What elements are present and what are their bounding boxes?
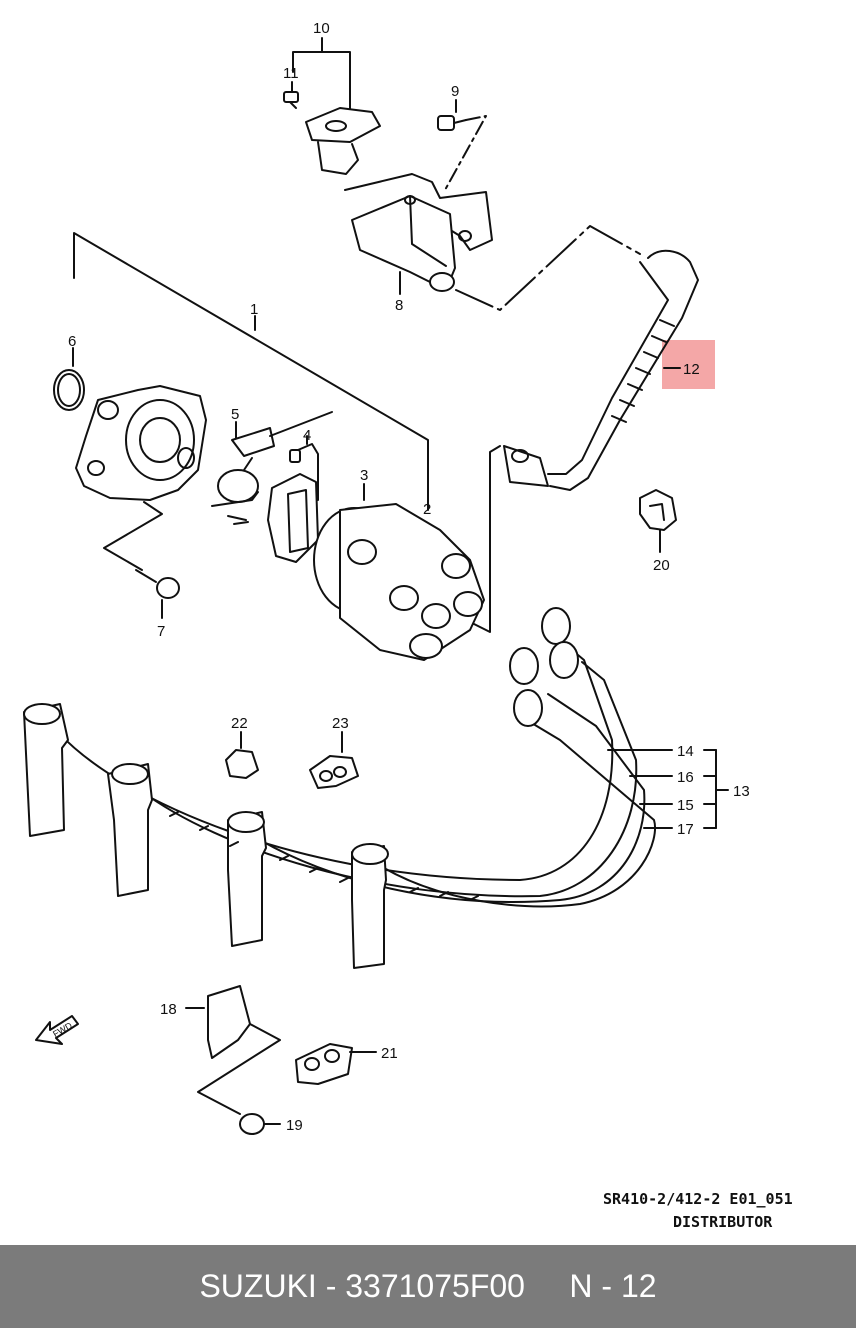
- footer-part-number: 3371075F00: [345, 1268, 525, 1304]
- footer-gap: [525, 1268, 569, 1305]
- callout-5: 5: [231, 406, 239, 423]
- highlight-box-12: [662, 340, 715, 389]
- part-19-bolt: [239, 1113, 281, 1135]
- part-12-hightension-lead: [503, 249, 699, 491]
- callout-3: 3: [360, 467, 368, 484]
- group-bracket-2: [469, 445, 501, 633]
- callout-1: 1: [250, 301, 258, 318]
- callout-17: 17: [677, 821, 694, 838]
- footer-separator: -: [316, 1268, 346, 1304]
- leader-coil-to-lead: [455, 225, 641, 311]
- callout-16: 16: [677, 769, 694, 786]
- part-20-clamp: [639, 489, 677, 553]
- callout-7: 7: [157, 623, 165, 640]
- part-23-clamp: [309, 731, 359, 789]
- callout-15: 15: [677, 797, 694, 814]
- callout-10: 10: [313, 20, 330, 37]
- callout-23: 23: [332, 715, 349, 732]
- part-6-o-ring: [53, 347, 85, 411]
- callout-11: 11: [283, 65, 299, 82]
- distributor-housing: [75, 385, 207, 501]
- leader-lines-13-17: [607, 749, 729, 829]
- part-info-footer: SUZUKI - 3371075F00 N - 12: [0, 1245, 856, 1328]
- callout-4: 4: [303, 427, 311, 444]
- part-8-ignition-coil: [344, 173, 493, 295]
- fwd-arrow-icon: [35, 1015, 79, 1045]
- exploded-parts-diagram: 10 11 9 8 1 6 12 5 4 3 2 20 7 22 23 14 1…: [23, 20, 750, 1135]
- part-18-bracket: [185, 985, 281, 1115]
- callout-18: 18: [160, 1001, 177, 1018]
- callout-14: 14: [677, 743, 694, 760]
- group-bracket-1: [73, 232, 429, 511]
- callout-19: 19: [286, 1117, 303, 1134]
- part-2-3-distributor-cap: [313, 483, 485, 661]
- callout-22: 22: [231, 715, 248, 732]
- part-7-screw: [103, 501, 180, 619]
- callout-21: 21: [381, 1045, 398, 1062]
- callout-9: 9: [451, 83, 459, 100]
- drawing-title: DISTRIBUTOR: [673, 1213, 773, 1231]
- part-9-screw: [437, 99, 487, 191]
- part-4-rotor-plate: [267, 435, 319, 563]
- callout-20: 20: [653, 557, 670, 574]
- callout-8: 8: [395, 297, 403, 314]
- footer-position: N - 12: [569, 1268, 657, 1304]
- part-11-screw: [283, 81, 299, 109]
- part-5-pickup: [211, 411, 333, 525]
- part-22-clamp: [225, 731, 259, 779]
- part-10-coil-cap: [292, 37, 381, 175]
- drawing-code: SR410-2/412-2 E01_051: [603, 1190, 793, 1208]
- footer-brand: SUZUKI: [199, 1268, 317, 1304]
- part-21-clamp: [295, 1043, 377, 1085]
- callout-2: 2: [423, 501, 431, 518]
- spark-plug-wire-set: [23, 607, 656, 969]
- callout-13: 13: [733, 783, 750, 800]
- callout-6: 6: [68, 333, 76, 350]
- callout-12: 12: [683, 361, 700, 378]
